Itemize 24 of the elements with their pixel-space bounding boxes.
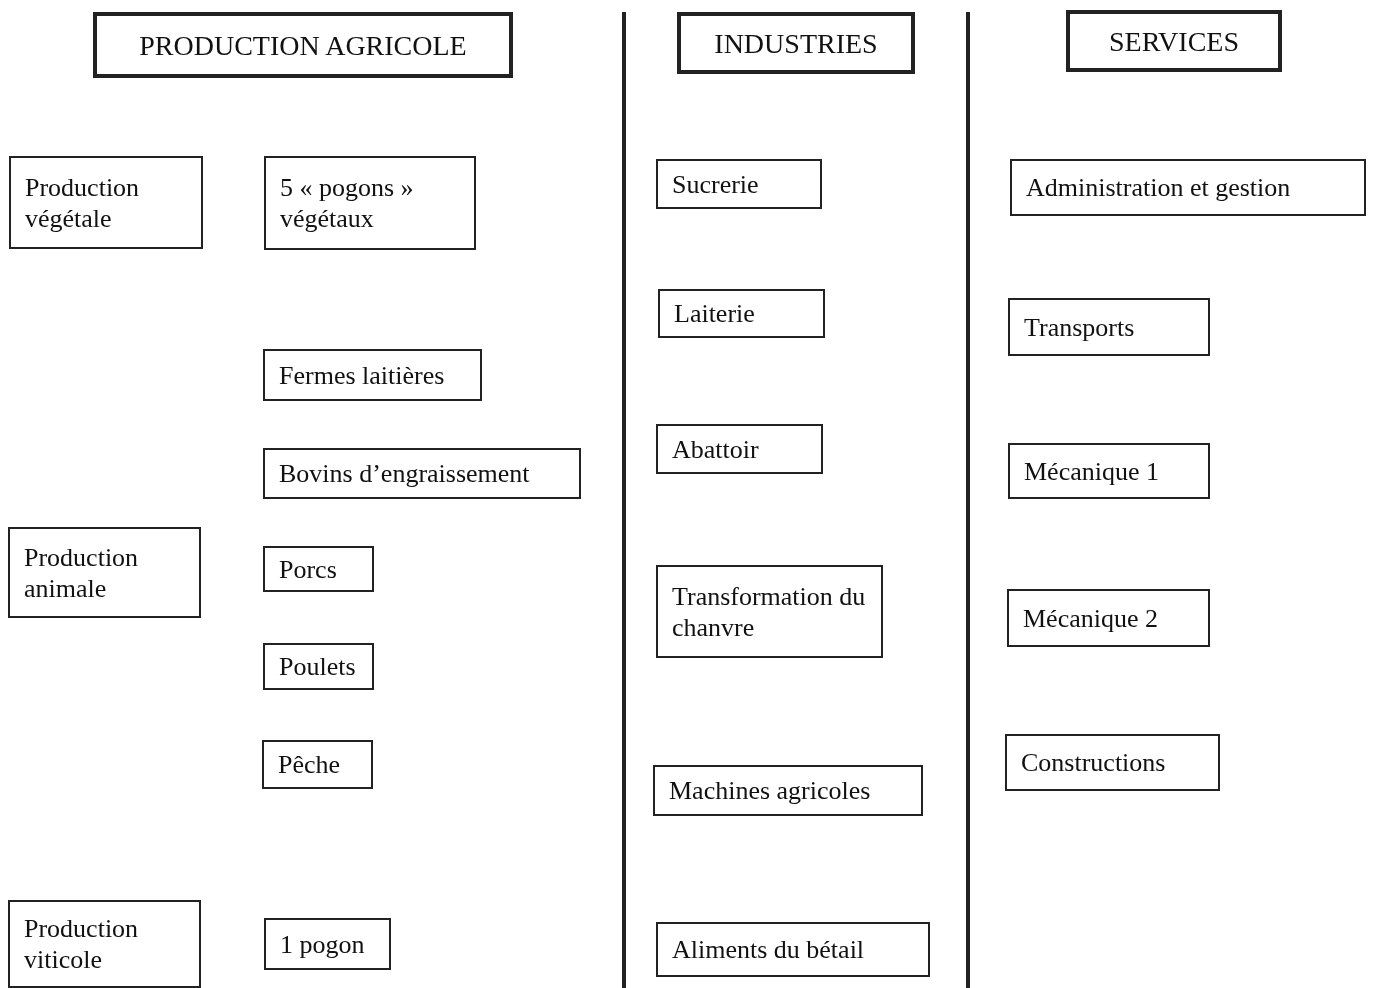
activity-box: Production végétale	[9, 156, 203, 249]
activity-box: Poulets	[263, 643, 374, 690]
activity-box: Constructions	[1005, 734, 1220, 791]
activity-box: Production animale	[8, 527, 201, 618]
activity-box: Mécanique 1	[1008, 443, 1210, 499]
sector-heading: SERVICES	[1066, 10, 1282, 72]
sector-heading: PRODUCTION AGRICOLE	[93, 12, 513, 78]
activity-box: Sucrerie	[656, 159, 822, 209]
activity-box: Aliments du bétail	[656, 922, 930, 977]
activity-box: Machines agricoles	[653, 765, 923, 816]
activity-box: Laiterie	[658, 289, 825, 338]
activity-box: Mécanique 2	[1007, 589, 1210, 647]
activity-box: Transformation du chanvre	[656, 565, 883, 658]
activity-box: Production viticole	[8, 900, 201, 988]
activity-box: Transports	[1008, 298, 1210, 356]
activity-box: 1 pogon	[264, 918, 391, 970]
activity-box: 5 « pogons » végétaux	[264, 156, 476, 250]
activity-box: Pêche	[262, 740, 373, 789]
activity-box: Administration et gestion	[1010, 159, 1366, 216]
activity-box: Porcs	[263, 546, 374, 592]
activity-box: Fermes laitières	[263, 349, 482, 401]
activity-box: Bovins d’engraissement	[263, 448, 581, 499]
sector-heading: INDUSTRIES	[677, 12, 915, 74]
activity-box: Abattoir	[656, 424, 823, 474]
